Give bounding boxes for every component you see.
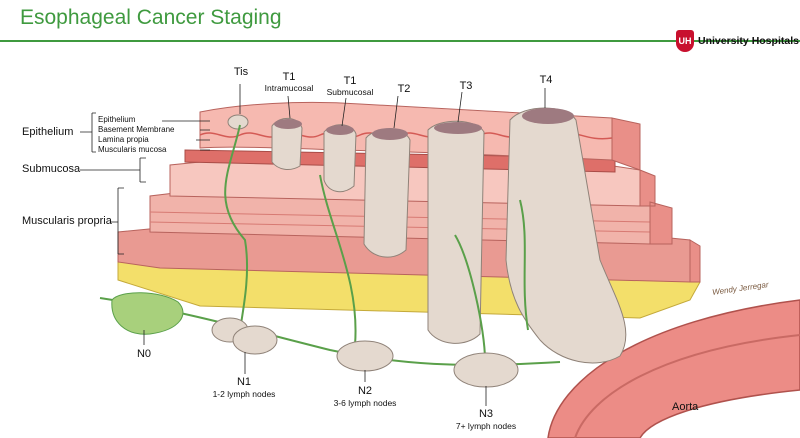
title-divider: [0, 40, 800, 42]
t-stage-code: Tis: [233, 66, 249, 78]
uh-shield-icon: UH: [676, 30, 694, 52]
tumor-t1-intramucosal: [271, 117, 303, 170]
n-stage-desc: 7+ lymph nodes: [455, 421, 517, 431]
t-stage-code: T3: [459, 80, 473, 92]
tumor-t2: [363, 128, 411, 258]
n-stage-code: N1: [236, 376, 252, 388]
t-stage-code: T1: [343, 75, 357, 87]
node-n2: [336, 340, 394, 372]
basement-membrane-label: Basement Membrane: [98, 125, 175, 134]
n-stage-code: N2: [357, 385, 373, 397]
right-step-faces: [611, 117, 701, 283]
page-title: Esophageal Cancer Staging: [20, 6, 282, 29]
n-stage-code: N0: [136, 348, 152, 360]
lamina-propria-label: Lamina propia: [98, 135, 149, 144]
tumor-t3: [427, 120, 485, 344]
t-stage-desc: Submucosal: [326, 87, 374, 97]
node-n0: [111, 292, 184, 335]
epithelium-label: Epithelium: [22, 126, 74, 138]
muscularis-propria-label: Muscularis propria: [22, 215, 112, 227]
n-stage-desc: 3-6 lymph nodes: [333, 398, 397, 408]
t-stage-code: T1: [282, 71, 296, 83]
sub-epithelium-label: Epithelium: [98, 115, 136, 124]
tumor-caps: [274, 108, 574, 140]
brand-name: University Hospitals: [698, 35, 799, 47]
tumor-tis: [227, 114, 249, 130]
submucosa-label: Submucosa: [22, 163, 81, 175]
aorta-inner: [574, 334, 800, 438]
lymph-nodes: [111, 292, 519, 388]
t-stage-code: T2: [397, 83, 411, 95]
node-n1-b: [232, 325, 278, 355]
university-hospitals-logo: UH University Hospitals: [676, 30, 799, 52]
node-n3: [453, 352, 519, 388]
t-stage-code: T4: [539, 74, 553, 86]
n-stage-desc: 1-2 lymph nodes: [212, 389, 276, 399]
t-stage-desc: Intramucosal: [264, 83, 314, 93]
muscularis-mucosa-label: Muscularis mucosa: [98, 145, 167, 154]
n-stage-code: N3: [478, 408, 494, 420]
aorta-label: Aorta: [672, 401, 699, 413]
label-leaders: [80, 84, 546, 406]
